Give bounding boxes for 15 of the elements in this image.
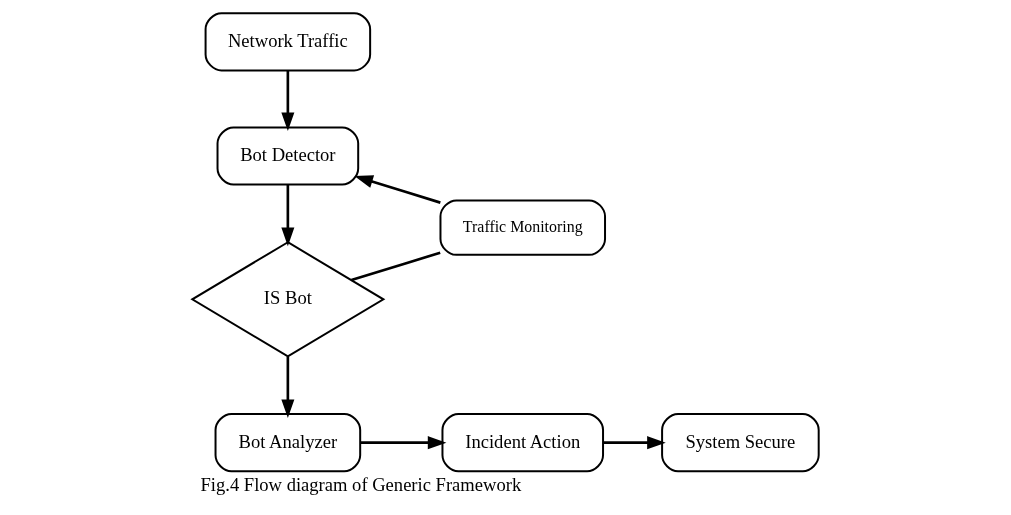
node-box: Incident Action (441, 413, 605, 473)
node-box: Network Traffic (204, 12, 372, 72)
arrow (360, 436, 447, 450)
caption: Fig.4 Flow diagram of Generic Framework (200, 474, 522, 496)
node-box: System Secure (661, 413, 820, 473)
arrow (281, 70, 295, 131)
node-box: Bot Analyzer (214, 413, 362, 473)
arrow (281, 184, 295, 247)
arrow (603, 436, 666, 450)
node-box: Bot Detector (216, 126, 360, 186)
node-diamond: IS Bot (190, 241, 386, 358)
arrow (281, 356, 295, 419)
arrow (354, 175, 441, 204)
node-box: Traffic Monitoring (439, 199, 607, 256)
connector (351, 251, 441, 282)
